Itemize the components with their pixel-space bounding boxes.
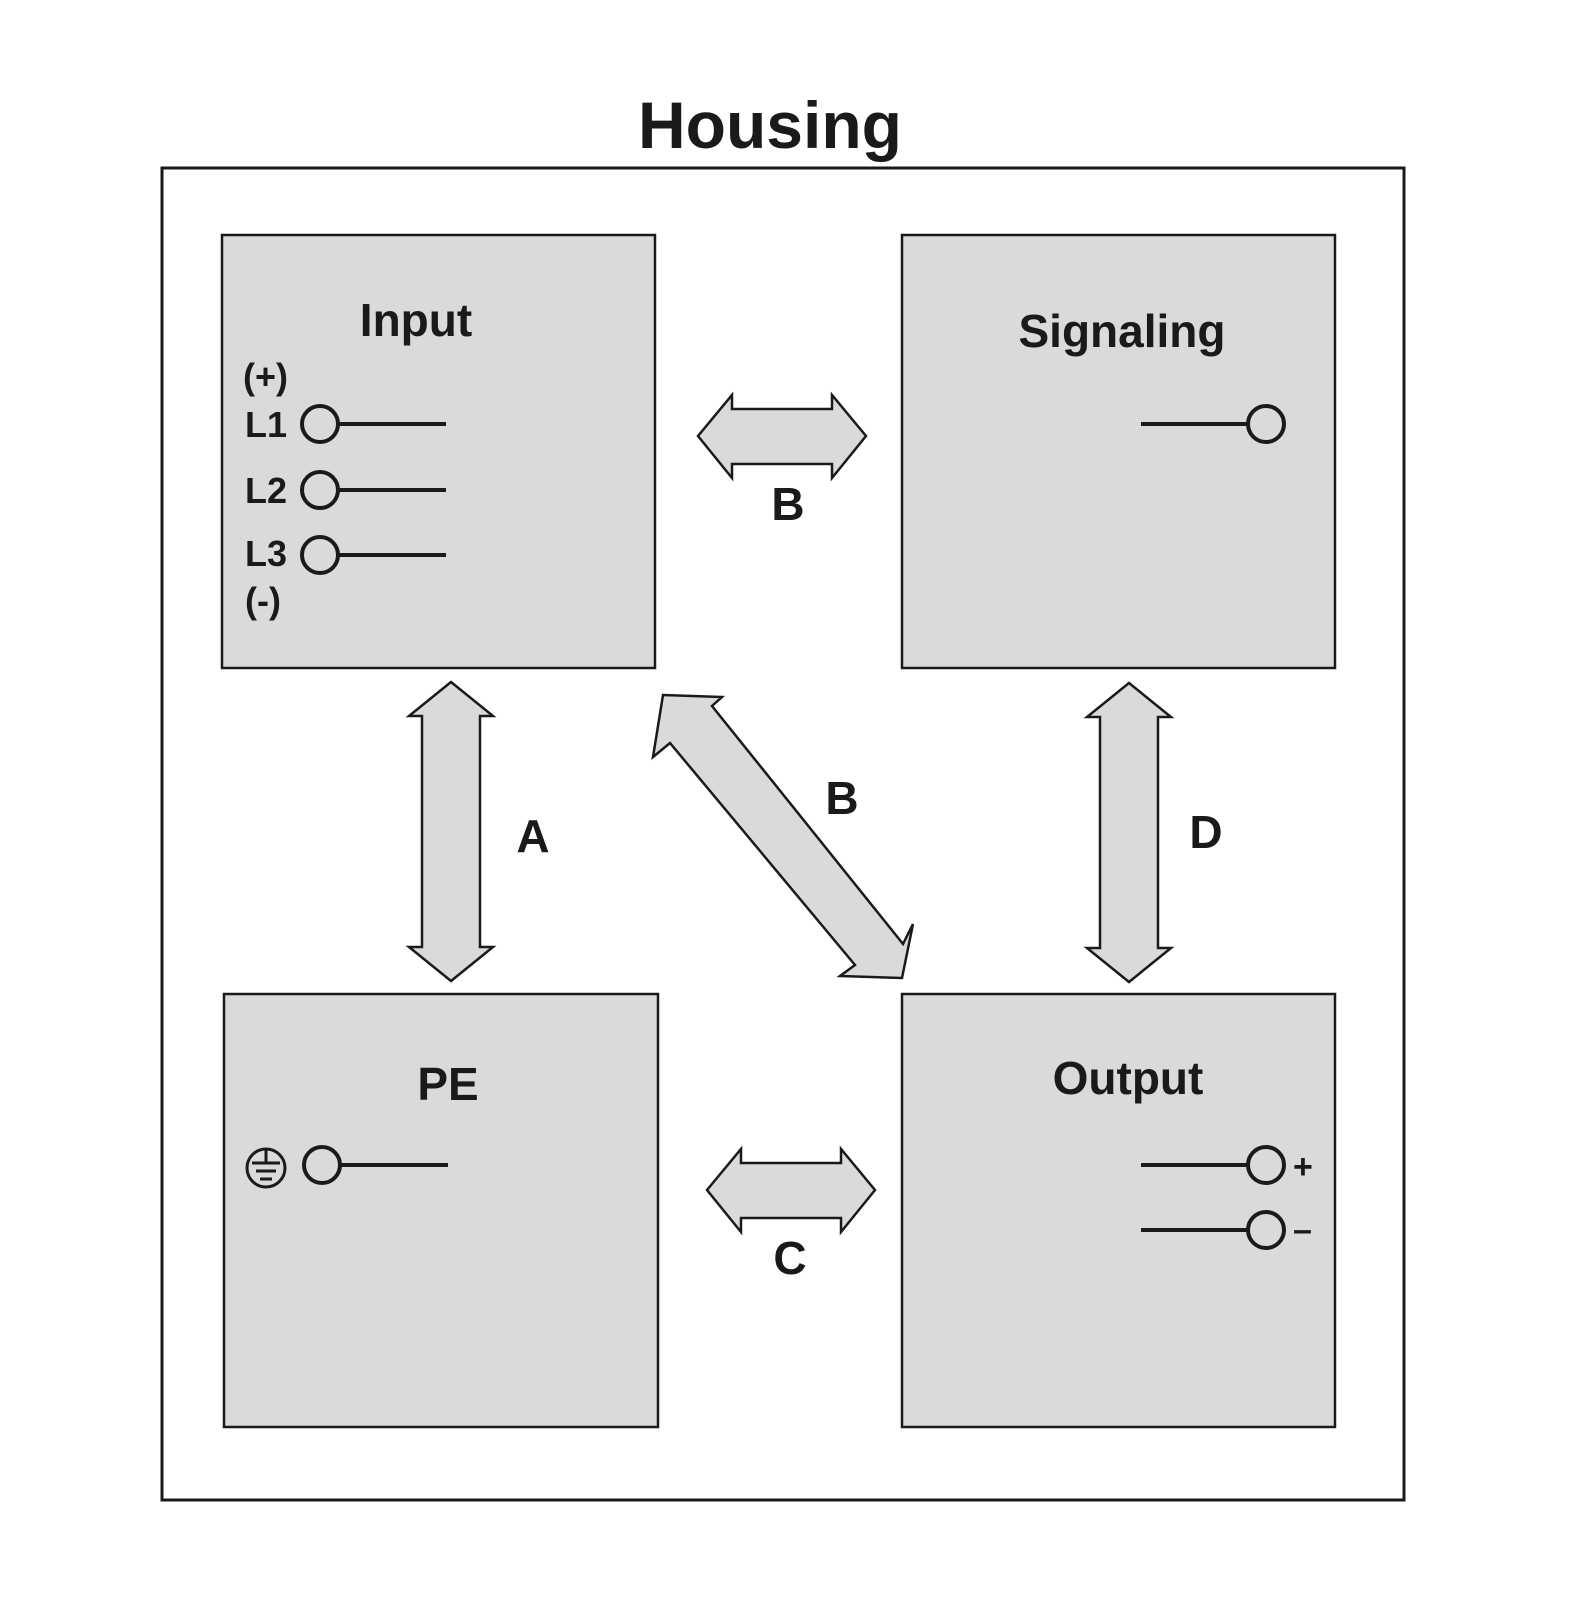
double-arrow-input-pe-icon — [405, 680, 497, 983]
signaling-title: Signaling — [1019, 305, 1226, 357]
connection-label-signaling-output: D — [1189, 806, 1222, 858]
output-title: Output — [1053, 1052, 1204, 1104]
signaling-block: Signaling — [900, 233, 1337, 670]
input-block: Input (+) L1 L2 L3 (-) — [220, 233, 657, 670]
pe-terminal-icon — [302, 1145, 342, 1185]
output-block: Output + – — [900, 992, 1337, 1429]
double-arrow-input-output-icon — [651, 693, 915, 980]
input-terminal-label-l3: L3 — [245, 533, 287, 574]
signaling-terminal-icon — [1246, 404, 1286, 444]
connection-label-input-output: B — [825, 772, 858, 824]
input-title: Input — [360, 294, 472, 346]
connection-label-pe-output: C — [773, 1232, 806, 1284]
double-arrow-input-signaling-icon — [696, 391, 868, 482]
input-terminal-label-l2: L2 — [245, 470, 287, 511]
pe-box — [222, 992, 660, 1429]
input-box — [220, 233, 657, 670]
ground-icon — [245, 1147, 287, 1189]
input-l3-terminal-icon — [300, 535, 340, 575]
input-plus-label: (+) — [243, 356, 288, 397]
input-l2-terminal-icon — [300, 470, 340, 510]
output-minus-terminal-icon — [1246, 1210, 1286, 1250]
input-terminal-label-l1: L1 — [245, 404, 287, 445]
input-minus-label: (-) — [245, 580, 281, 621]
connection-label-input-pe: A — [516, 810, 549, 862]
signaling-box — [900, 233, 1337, 670]
connection-label-input-signaling: B — [771, 478, 804, 530]
output-plus-label: + — [1293, 1148, 1313, 1186]
double-arrow-signaling-output-icon — [1083, 681, 1175, 984]
input-l1-terminal-icon — [300, 404, 340, 444]
output-plus-terminal-icon — [1246, 1145, 1286, 1185]
double-arrow-pe-output-icon — [705, 1145, 877, 1236]
pe-block: PE — [222, 992, 660, 1429]
housing-title: Housing — [638, 88, 902, 162]
pe-title: PE — [417, 1058, 478, 1110]
housing-frame — [160, 166, 1406, 1502]
output-minus-label: – — [1293, 1211, 1312, 1249]
